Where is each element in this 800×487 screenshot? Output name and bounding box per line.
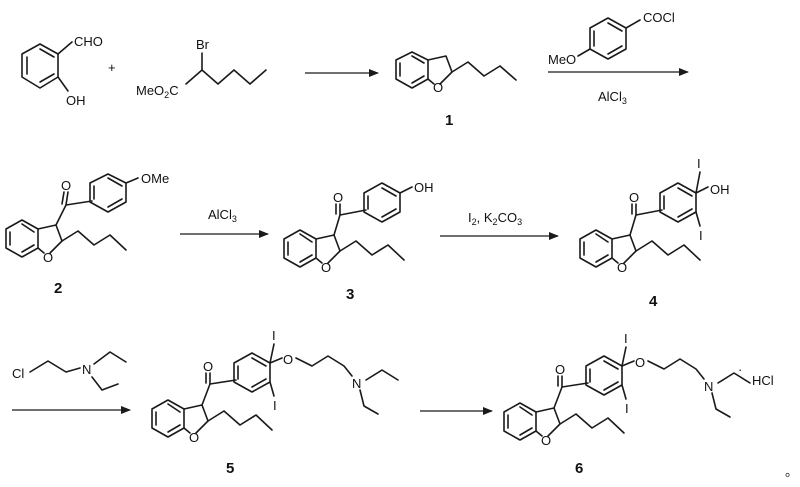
ketone-oxygen: O: [203, 359, 213, 374]
compound-1-structure: O: [395, 51, 517, 95]
ketone-oxygen: O: [629, 190, 639, 205]
salt-dot: ·: [738, 362, 742, 377]
cho-label: CHO: [74, 34, 103, 49]
n-label: N: [82, 362, 91, 377]
compound-6-label: 6: [575, 460, 583, 477]
furan-oxygen: O: [43, 250, 53, 265]
furan-oxygen: O: [433, 80, 443, 95]
iodine-top: I: [697, 156, 701, 171]
furan-oxygen: O: [189, 430, 199, 445]
meo2c-label: MeO2C: [136, 83, 179, 100]
oh-label: OH: [66, 93, 86, 108]
amine-nitrogen: N: [704, 379, 713, 394]
meo-label: MeO: [548, 52, 576, 67]
cocl-label: COCl: [643, 10, 675, 25]
ether-oxygen: O: [635, 355, 645, 370]
alcl3-label-1: AlCl3: [598, 89, 627, 106]
iodine-bottom: I: [699, 228, 703, 243]
iodine-bottom: I: [625, 401, 629, 416]
ketone-oxygen: O: [61, 178, 71, 193]
hcl-label: HCl: [752, 373, 774, 388]
compound-2-structure: O OMe O: [5, 171, 169, 265]
compound-3-label: 3: [346, 286, 354, 303]
cl-label: Cl: [12, 366, 24, 381]
ketone-oxygen: O: [555, 362, 565, 377]
chloroamine-structure: Cl N: [12, 351, 127, 391]
compound-5-label: 5: [226, 460, 234, 477]
oh-label: OH: [414, 180, 434, 195]
compound-1-label: 1: [445, 112, 453, 129]
ether-oxygen: O: [283, 352, 293, 367]
furan-oxygen: O: [541, 433, 551, 448]
compound-3-structure: O OH O: [283, 180, 434, 275]
furan-oxygen: O: [617, 260, 627, 275]
trailing-mark: 。: [785, 464, 798, 479]
oh-label: OH: [710, 182, 730, 197]
ketone-oxygen: O: [333, 190, 343, 205]
bromoester-structure: Br MeO2C: [136, 37, 267, 100]
compound-4-structure: O I OH I O: [579, 156, 730, 275]
compound-2-label: 2: [54, 280, 62, 297]
plus-sign: +: [108, 60, 116, 75]
alcl3-label-2: AlCl3: [208, 207, 237, 224]
amine-nitrogen: N: [352, 376, 361, 391]
iodine-bottom: I: [273, 398, 277, 413]
salicylaldehyde-structure: CHO OH: [21, 34, 103, 108]
compound-6-structure: O I O I N O: [503, 331, 751, 448]
iodine-top: I: [272, 328, 276, 343]
iodination-label: I2, K2CO3: [468, 210, 522, 227]
anisoyl-chloride-structure: COCl MeO: [548, 10, 675, 67]
iodine-top: I: [624, 331, 628, 346]
compound-5-structure: O I O I N O: [151, 328, 399, 445]
br-label: Br: [196, 37, 210, 52]
compound-4-label: 4: [649, 293, 658, 310]
furan-oxygen: O: [321, 260, 331, 275]
ome-label: OMe: [141, 171, 169, 186]
